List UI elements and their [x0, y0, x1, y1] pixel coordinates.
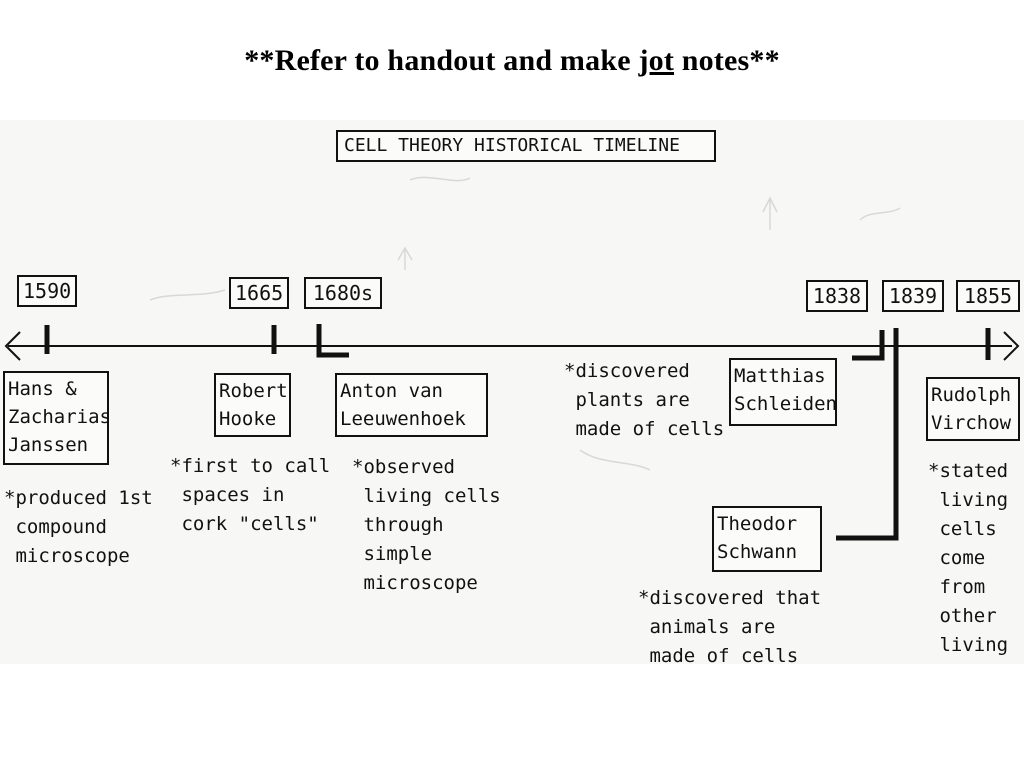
note-virchow: *stated living cells come from other liv…	[928, 460, 1009, 656]
heading-text-underlined: jot	[638, 44, 675, 77]
scientist-schleiden: Matthias Schleiden	[729, 358, 837, 426]
tick-1838	[852, 330, 885, 361]
timeline-scan-image: CELL THEORY HISTORICAL TIMELINE 1590 166…	[0, 120, 1024, 664]
tick-1680s	[316, 324, 349, 358]
note-schleiden: *discovered plants are made of cells	[564, 360, 725, 440]
scientist-leeuwenhoek: Anton van Leeuwenhoek	[335, 373, 488, 437]
year-1665: 1665	[229, 277, 289, 309]
year-1680s: 1680s	[304, 277, 382, 309]
note-schwann: *discovered that animals are made of cel…	[638, 587, 822, 664]
year-1839: 1839	[882, 280, 944, 312]
scientist-virchow: Rudolph Virchow	[926, 377, 1020, 441]
note-leeuwenhoek: *observed living cells through simple mi…	[352, 456, 501, 594]
timeline-graphic	[4, 176, 1020, 541]
year-1838: 1838	[806, 280, 868, 312]
tick-1839	[836, 328, 899, 541]
left-arrow-head	[4, 331, 21, 361]
heading-text-pre: **Refer to handout and make	[244, 44, 639, 77]
heading-text-post: notes**	[674, 44, 780, 77]
scientist-hooke: Robert Hooke	[214, 373, 291, 437]
scientist-janssen: Hans & Zacharias Janssen	[3, 371, 111, 465]
note-janssen: *produced 1st compound microscope	[4, 487, 153, 567]
slide-heading: **Refer to handout and make jot notes**	[0, 44, 1024, 78]
note-hooke: *first to call spaces in cork "cells"	[170, 455, 331, 535]
right-arrow-head	[1003, 331, 1020, 361]
scientist-schwann: Theodor Schwann	[712, 506, 822, 572]
year-1590: 1590	[17, 275, 77, 307]
year-1855: 1855	[956, 280, 1020, 312]
timeline-title: CELL THEORY HISTORICAL TIMELINE	[336, 130, 716, 162]
faint-pencil-marks	[149, 176, 901, 471]
